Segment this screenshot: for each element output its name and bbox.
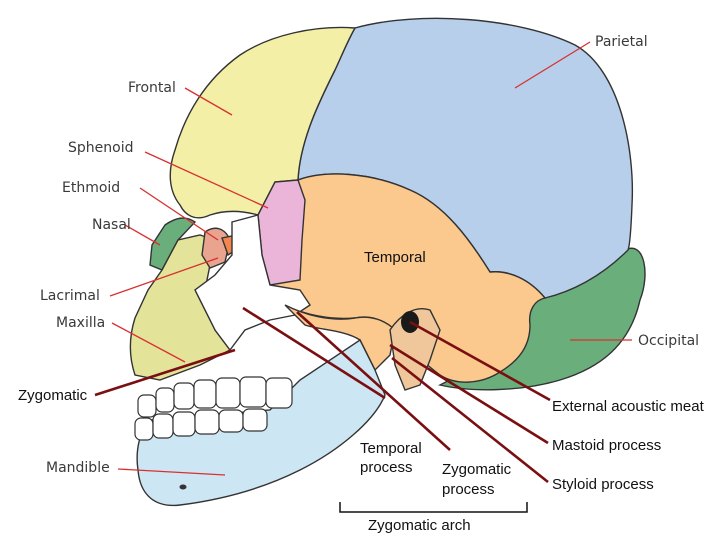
label-external-acoustic: External acoustic meat xyxy=(552,398,705,415)
label-parietal: Parietal xyxy=(595,34,648,50)
label-sphenoid: Sphenoid xyxy=(68,140,133,156)
label-temporal-process-line1: Temporal xyxy=(360,440,422,457)
label-nasal: Nasal xyxy=(92,217,131,233)
label-zygomatic-process-line1: Zygomatic xyxy=(442,461,512,478)
label-zygomatic-arch: Zygomatic arch xyxy=(368,517,471,534)
label-styloid: Styloid process xyxy=(552,476,654,493)
label-zygomatic: Zygomatic xyxy=(18,387,88,404)
label-maxilla: Maxilla xyxy=(56,315,105,331)
label-occipital: Occipital xyxy=(638,333,699,349)
label-temporal: Temporal xyxy=(364,249,426,266)
mental-foramen xyxy=(180,485,187,490)
label-mastoid: Mastoid process xyxy=(552,437,661,454)
label-lacrimal: Lacrimal xyxy=(40,288,100,304)
zygomatic-arch-bracket xyxy=(340,502,527,512)
label-temporal-process-line2: process xyxy=(360,459,413,476)
label-ethmoid: Ethmoid xyxy=(62,180,120,196)
label-zygomatic-process-line2: process xyxy=(442,481,495,498)
label-frontal: Frontal xyxy=(128,80,176,96)
label-mandible: Mandible xyxy=(46,460,110,476)
